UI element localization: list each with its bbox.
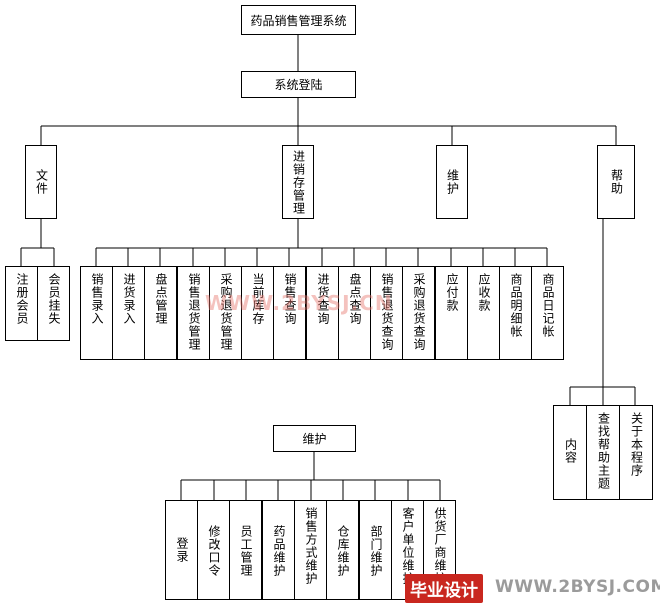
jxc-child-label: 采购退货管理 — [219, 273, 233, 351]
help-child-node: 查找帮助主题 — [586, 405, 620, 500]
maint-root-node: 维护 — [273, 425, 356, 452]
jxc-child-label: 采购退货查询 — [412, 273, 426, 351]
jxc-child-label: 盘点管理 — [154, 273, 168, 325]
maintenance-label: 维护 — [445, 169, 460, 195]
jxc-child-node: 盘点管理 — [144, 266, 177, 360]
login-node: 系统登陆 — [241, 71, 356, 98]
help-child-node: 关于本程序 — [619, 405, 653, 500]
maint-child-label: 员工管理 — [239, 525, 253, 577]
jxc-child-label: 销售退货查询 — [380, 273, 394, 351]
jxc-child-node: 进货录入 — [112, 266, 145, 360]
jxc-child-node: 采购退货管理 — [209, 266, 242, 360]
file-child-node: 会员挂失 — [37, 266, 70, 341]
maint-child-node: 药品维护 — [262, 500, 295, 600]
jxc-label: 进销存管理 — [291, 149, 306, 215]
jxc-child-label: 销售录入 — [90, 273, 104, 325]
root-node: 药品销售管理系统 — [241, 5, 356, 35]
jxc-child-label: 商品明细帐 — [509, 273, 523, 338]
jxc-child-label: 应付款 — [445, 273, 459, 312]
help-label: 帮助 — [609, 169, 624, 195]
jxc-child-label: 盘点查询 — [348, 273, 362, 325]
file-label: 文件 — [34, 169, 49, 195]
jxc-node: 进销存管理 — [282, 145, 314, 219]
help-child-label: 内容 — [563, 438, 578, 464]
jxc-child-node: 盘点查询 — [338, 266, 371, 360]
jxc-child-label: 销售退货管理 — [187, 273, 201, 351]
maint-child-node: 客户单位维护 — [391, 500, 424, 600]
file-node: 文件 — [25, 145, 57, 219]
maint-child-node: 修改口令 — [197, 500, 230, 600]
help-child-label: 关于本程序 — [629, 412, 644, 477]
jxc-child-node: 销售退货管理 — [177, 266, 210, 360]
jxc-child-node: 商品明细帐 — [499, 266, 532, 360]
file-child-node: 注册会员 — [5, 266, 38, 341]
maint-child-label: 修改口令 — [207, 525, 221, 577]
jxc-child-node: 销售查询 — [273, 266, 306, 360]
jxc-child-node: 采购退货查询 — [402, 266, 435, 360]
maint-child-node: 供货厂商维护 — [423, 500, 456, 600]
maint-child-node: 部门维护 — [359, 500, 392, 600]
jxc-child-node: 销售录入 — [80, 266, 113, 360]
login-label: 系统登陆 — [274, 78, 323, 92]
jxc-child-node: 销售退货查询 — [370, 266, 403, 360]
jxc-child-label: 当前库存 — [251, 273, 265, 325]
jxc-child-label: 商品日记帐 — [541, 273, 555, 338]
file-child-label: 会员挂失 — [47, 273, 61, 325]
maint-child-label: 药品维护 — [272, 525, 286, 577]
jxc-child-label: 销售查询 — [283, 273, 297, 325]
maint-child-node: 销售方式维护 — [294, 500, 327, 600]
jxc-child-label: 进货查询 — [316, 273, 330, 325]
maint-child-label: 供货厂商维护 — [433, 507, 447, 585]
maint-child-node: 登录 — [165, 500, 198, 600]
maint-child-label: 销售方式维护 — [304, 507, 318, 585]
jxc-child-node: 商品日记帐 — [531, 266, 564, 360]
help-child-label: 查找帮助主题 — [596, 412, 611, 490]
jxc-child-node: 应收款 — [467, 266, 500, 360]
file-child-label: 注册会员 — [15, 273, 29, 325]
maint-root-label: 维护 — [302, 432, 327, 446]
jxc-child-label: 应收款 — [477, 273, 491, 312]
jxc-child-node: 进货查询 — [306, 266, 339, 360]
maint-child-label: 部门维护 — [369, 525, 383, 577]
maint-child-label: 客户单位维护 — [401, 507, 415, 585]
maintenance-node: 维护 — [436, 145, 468, 219]
help-child-node: 内容 — [553, 405, 587, 500]
jxc-child-node: 应付款 — [435, 266, 468, 360]
maint-child-label: 仓库维护 — [336, 525, 350, 577]
maint-child-node: 员工管理 — [229, 500, 262, 600]
maint-child-node: 仓库维护 — [326, 500, 359, 600]
jxc-child-label: 进货录入 — [122, 273, 136, 325]
maint-child-label: 登录 — [175, 537, 189, 563]
root-label: 药品销售管理系统 — [250, 13, 347, 28]
jxc-child-node: 当前库存 — [241, 266, 274, 360]
help-node: 帮助 — [597, 145, 635, 219]
